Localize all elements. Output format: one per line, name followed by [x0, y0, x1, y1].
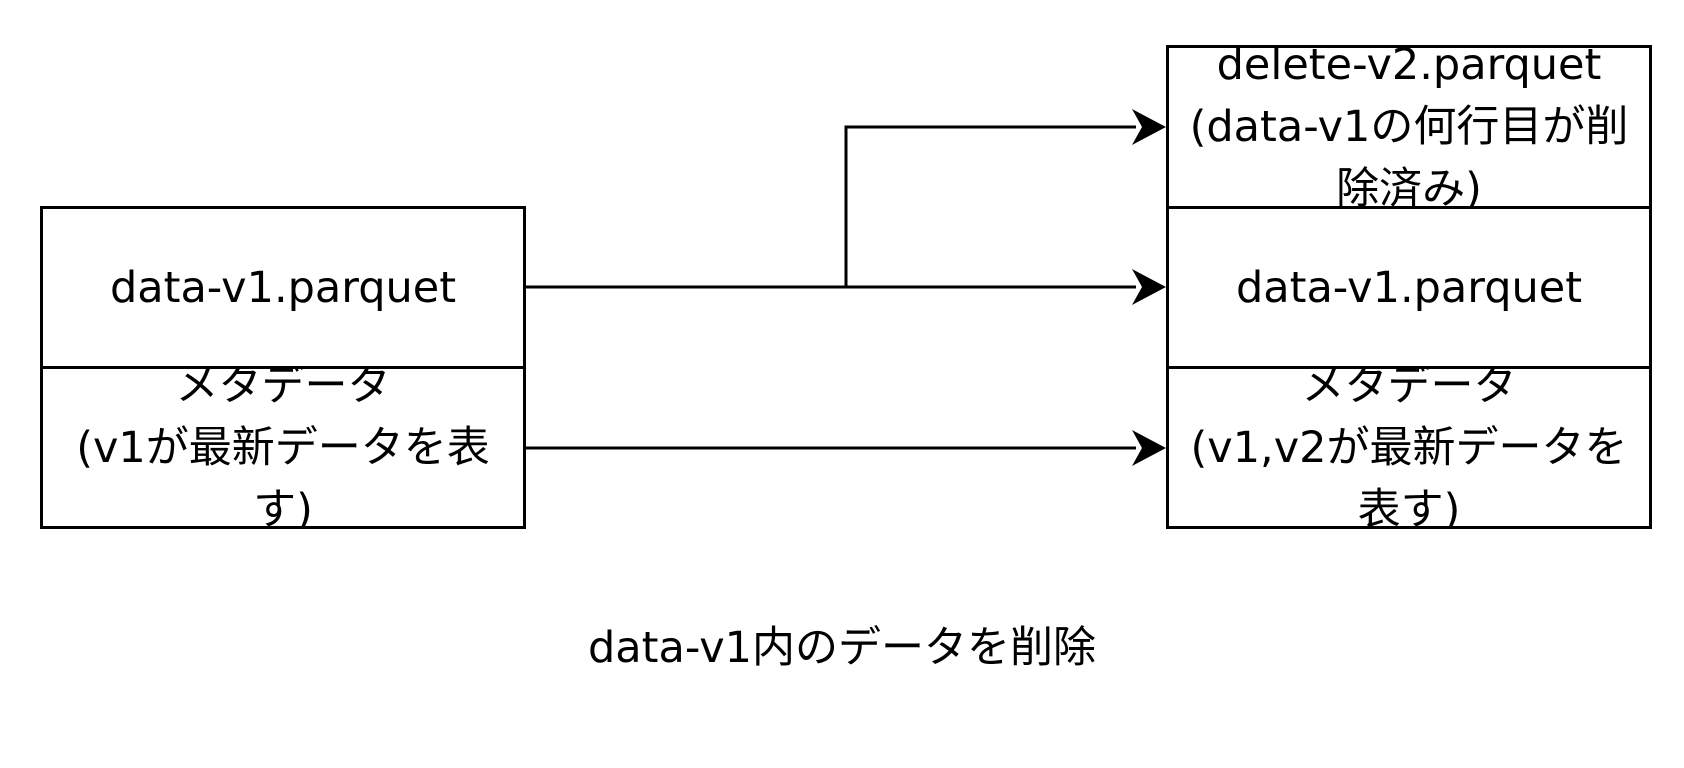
right-data-box-label: data-v1.parquet: [1235, 262, 1583, 313]
arrowhead-meta-to-meta: [1132, 430, 1166, 466]
right-delete-box-label: delete-v2.parquet (data-v1の何行目が削 除済み): [1189, 45, 1629, 209]
connector-data-to-delete: [844, 125, 1136, 287]
left-metadata-box: メタデータ (v1が最新データを表 す): [40, 366, 526, 529]
right-metadata-box: メタデータ (v1,v2が最新データを 表す): [1166, 366, 1652, 529]
right-metadata-box-label: メタデータ (v1,v2が最新データを 表す): [1190, 366, 1628, 529]
arrowhead-data-to-data: [1132, 269, 1166, 305]
arrowhead-data-to-delete: [1132, 109, 1166, 145]
left-metadata-box-label: メタデータ (v1が最新データを表 す): [76, 366, 490, 529]
left-data-box-label: data-v1.parquet: [109, 262, 457, 313]
diagram-caption: data-v1内のデータを削除: [587, 623, 1097, 673]
left-data-box: data-v1.parquet: [40, 206, 526, 369]
